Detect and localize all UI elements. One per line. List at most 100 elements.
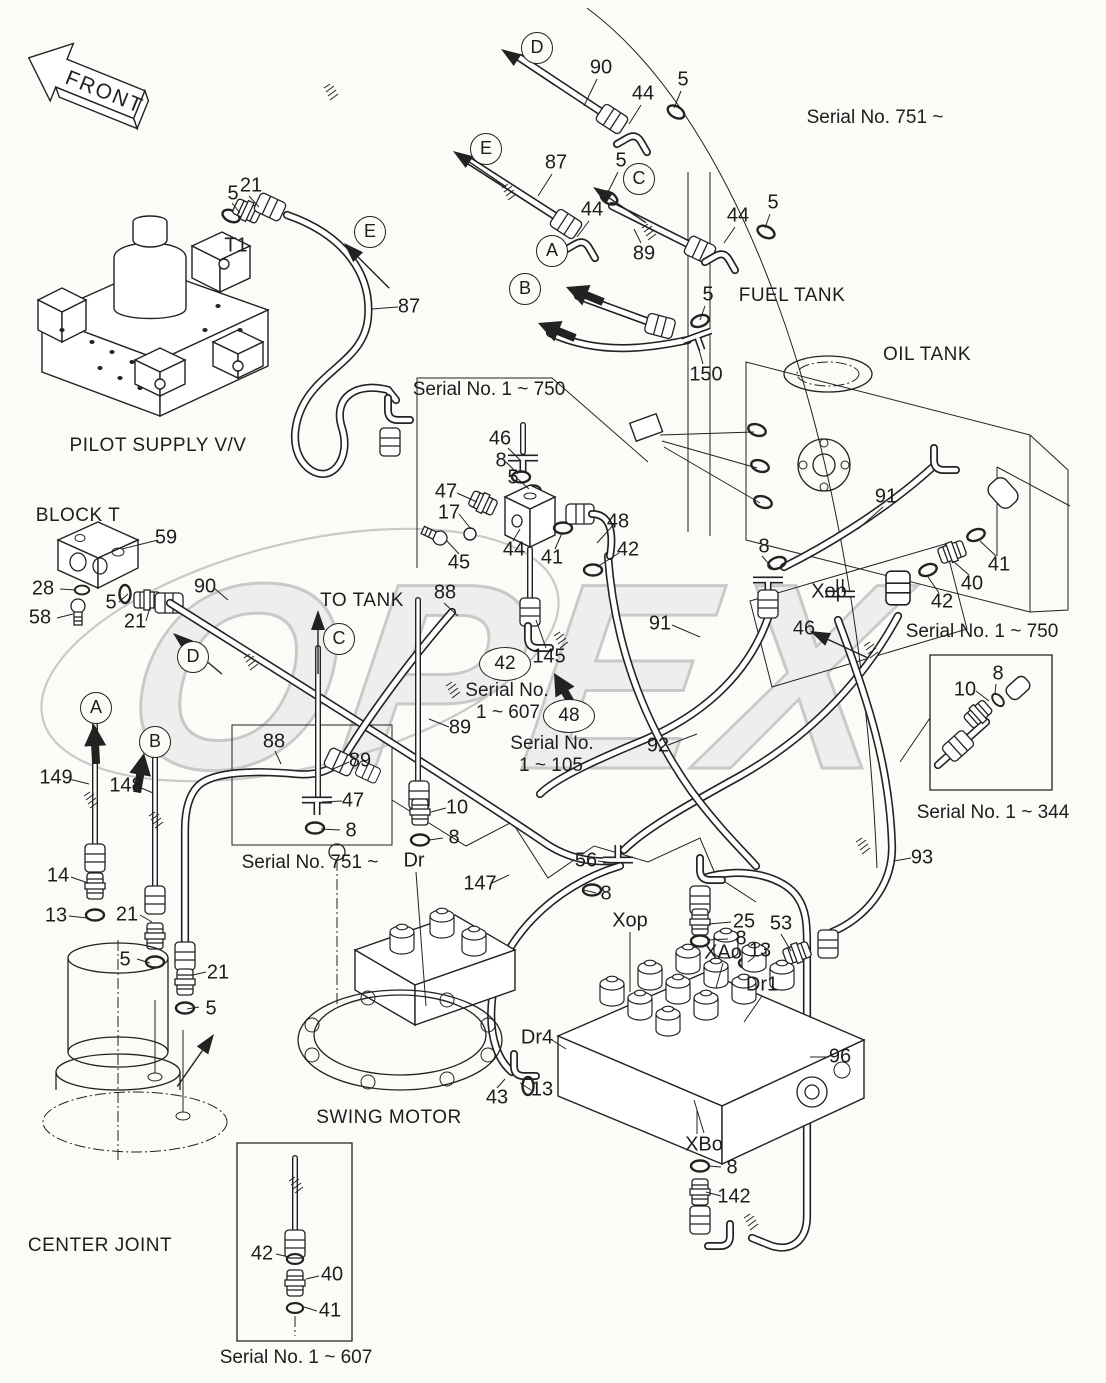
label-44: 44: [726, 204, 750, 227]
label-91: 91: [874, 485, 898, 508]
control-valve-drawing: [556, 927, 866, 1166]
label-8: 8: [495, 449, 507, 472]
label-89: 89: [348, 749, 372, 772]
label-48: 48: [543, 699, 595, 733]
label-8: 8: [448, 826, 460, 849]
label-91: 91: [648, 612, 672, 635]
label-dr1: Dr1: [745, 973, 779, 996]
front-arrow: FRONT: [27, 42, 150, 131]
label-14: 14: [46, 864, 70, 887]
label-149: 149: [39, 766, 73, 789]
label-5: 5: [702, 283, 714, 306]
label-87: 87: [544, 151, 568, 174]
label-90: 90: [193, 575, 217, 598]
label-5: 5: [767, 191, 779, 214]
label-92: 92: [646, 734, 670, 757]
callout-circle-b: B: [509, 273, 541, 305]
label-41: 41: [540, 546, 564, 569]
callout-circle-e: E: [354, 216, 386, 248]
label-to-tank: TO TANK: [320, 590, 404, 611]
label-xop: Xop: [811, 580, 847, 603]
label-serial-no-1-344: Serial No. 1 ~ 344: [916, 802, 1070, 823]
label-10: 10: [953, 678, 977, 701]
fuel-oil-tank-drawing: [628, 172, 1071, 613]
callout-circle-b: B: [139, 726, 171, 758]
label-5: 5: [227, 182, 239, 205]
label-42: 42: [616, 538, 640, 561]
label-44: 44: [502, 538, 526, 561]
label-5: 5: [507, 466, 519, 489]
callout-circle-c: C: [623, 163, 655, 195]
label-41: 41: [987, 553, 1011, 576]
callout-circle-c: C: [323, 623, 355, 655]
label-21: 21: [239, 174, 263, 197]
label-87: 87: [397, 295, 421, 318]
label-5: 5: [105, 591, 117, 614]
label-8: 8: [345, 819, 357, 842]
callout-circle-e: E: [470, 133, 502, 165]
label-150: 150: [689, 363, 723, 386]
label-25: 25: [732, 910, 756, 933]
label-serial-no-751: Serial No. 751 ~: [241, 852, 379, 873]
label-oil-tank: OIL TANK: [882, 344, 972, 365]
pilot-supply-valve-drawing: [36, 215, 270, 418]
label-fuel-tank: FUEL TANK: [738, 285, 846, 306]
label-53: 53: [769, 912, 793, 935]
center-joint-drawing: [42, 940, 228, 1160]
label-56: 56: [574, 849, 598, 872]
label-28: 28: [31, 577, 55, 600]
label-42: 42: [250, 1242, 274, 1265]
swing-motor-drawing: [297, 843, 517, 1091]
block-t-drawing: [56, 521, 184, 626]
label-dr4: Dr4: [520, 1026, 554, 1049]
label-1-105: 1 ~ 105: [519, 755, 583, 776]
label-pilot-supply-v-v: PILOT SUPPLY V/V: [69, 435, 247, 456]
label-8: 8: [758, 535, 770, 558]
label-1-607: 1 ~ 607: [476, 702, 540, 723]
label-5: 5: [677, 68, 689, 91]
label-43: 43: [485, 1086, 509, 1109]
label-44: 44: [631, 82, 655, 105]
label-96: 96: [828, 1045, 852, 1068]
fittings: [84, 101, 1031, 1336]
callout-circle-d: D: [521, 32, 553, 64]
label-148: 148: [109, 774, 143, 797]
label-42: 42: [930, 590, 954, 613]
label-serial-no-751: Serial No. 751 ~: [806, 107, 944, 128]
label-89: 89: [632, 242, 656, 265]
label-88: 88: [262, 730, 286, 753]
label-90: 90: [589, 56, 613, 79]
label-xop: Xop: [612, 909, 648, 932]
label-21: 21: [206, 961, 230, 984]
label-46: 46: [488, 427, 512, 450]
label-xao: XAo: [704, 941, 742, 964]
label-142: 142: [717, 1185, 751, 1208]
label-swing-motor: SWING MOTOR: [316, 1107, 462, 1128]
label-17: 17: [437, 501, 461, 524]
callout-circle-a: A: [80, 692, 112, 724]
label-13: 13: [530, 1078, 554, 1101]
label-47: 47: [434, 480, 458, 503]
leader-lines: [56, 78, 997, 1312]
callout-circle-a: A: [536, 235, 568, 267]
label-41: 41: [318, 1299, 342, 1322]
label-13: 13: [44, 904, 68, 927]
label-48: 48: [606, 510, 630, 533]
label-145: 145: [532, 645, 566, 668]
serial-region-boxes: [231, 377, 1053, 1342]
label-8: 8: [992, 662, 1004, 685]
label-40: 40: [320, 1263, 344, 1286]
label-59: 59: [154, 526, 178, 549]
label-47: 47: [341, 789, 365, 812]
label-5: 5: [119, 948, 131, 971]
label-serial-no: Serial No.: [510, 733, 594, 754]
label-40: 40: [960, 572, 984, 595]
label-93: 93: [910, 846, 934, 869]
label-5: 5: [205, 997, 217, 1020]
label-147: 147: [463, 872, 497, 895]
label-10: 10: [445, 796, 469, 819]
label-21: 21: [123, 610, 147, 633]
